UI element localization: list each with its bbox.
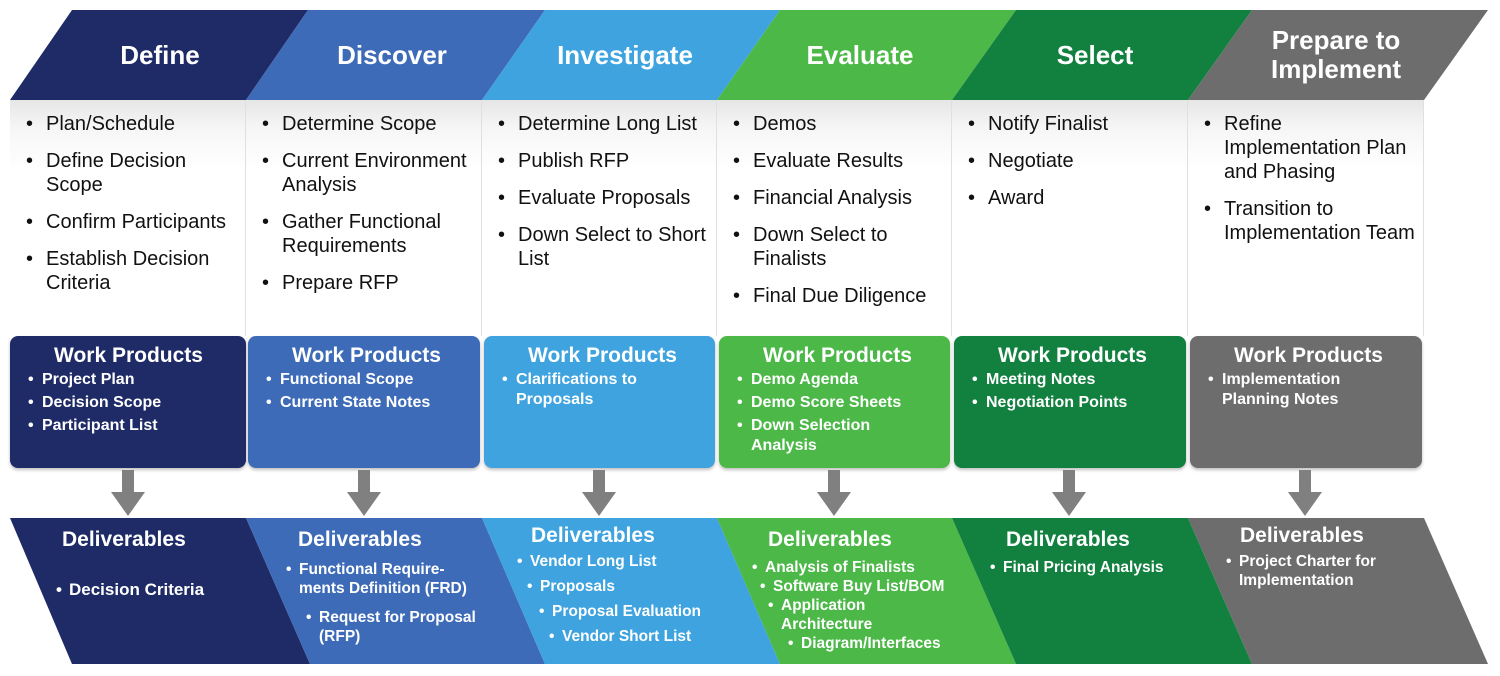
deliverable-item: Software Buy List/BOM	[760, 577, 982, 596]
stage-title-investigate: Investigate	[557, 39, 693, 70]
stage-title-select: Select	[1056, 39, 1134, 70]
work-products-title: Work Products	[763, 344, 912, 367]
task-item: Gather Functional Requirements	[260, 210, 475, 258]
task-item: Financial Analysis	[731, 186, 945, 210]
deliverables-discover: Deliverables Functional Require-ments De…	[282, 518, 497, 664]
work-products-select: Work Products Meeting Notes Negotiation …	[954, 336, 1186, 468]
deliverables-evaluate: Deliverables Analysis of Finalists Softw…	[752, 518, 982, 664]
work-products-title: Work Products	[528, 344, 677, 367]
task-item: Establish Decision Criteria	[24, 247, 239, 295]
deliverables-title: Deliverables	[1240, 524, 1364, 547]
work-product-item: Clarifications to Proposals	[502, 370, 682, 410]
work-product-item: Functional Scope	[266, 370, 470, 390]
work-product-item: Current State Notes	[266, 393, 470, 413]
deliverable-item: Decision Criteria	[56, 580, 256, 599]
chevron-investigate	[482, 10, 780, 100]
work-products-title: Work Products	[1234, 344, 1383, 367]
deliverable-item: Functional Require-ments Definition (FRD…	[286, 560, 477, 598]
deliverables-select: Deliverables Final Pricing Analysis	[990, 518, 1210, 664]
arrow-down-icon	[347, 470, 381, 516]
deliverable-item: Diagram/Interfaces	[788, 634, 982, 653]
tasks-panel-select: Notify Finalist Negotiate Award	[952, 100, 1188, 336]
chevron-discover	[246, 10, 545, 100]
work-product-item: Demo Agenda	[737, 370, 902, 390]
task-item: Down Select to Short List	[496, 223, 710, 271]
deliverable-item: Proposal Evaluation	[539, 602, 737, 621]
work-product-item: Down Selection Analysis	[737, 416, 902, 456]
task-item: Define Decision Scope	[24, 149, 239, 197]
stage-title-prepare: Prepare to Implement	[1270, 25, 1402, 84]
tasks-panel-prepare: Refine Implementation Plan and Phasing T…	[1188, 100, 1424, 336]
chevron-prepare	[1188, 10, 1488, 100]
task-item: Transition to Implementation Team	[1202, 197, 1417, 245]
task-item: Prepare RFP	[260, 271, 475, 295]
work-products-title: Work Products	[54, 344, 203, 367]
deliverables-title: Deliverables	[531, 524, 655, 547]
task-item: Final Due Diligence	[731, 284, 945, 308]
deliverable-item: Application Architecture	[768, 596, 901, 634]
deliverables-title: Deliverables	[1006, 528, 1130, 551]
task-item: Negotiate	[966, 149, 1181, 173]
task-item: Plan/Schedule	[24, 112, 239, 136]
deliverables-title: Deliverables	[768, 528, 892, 551]
deliverables-define: Deliverables Decision Criteria	[56, 518, 256, 664]
tasks-panel-evaluate: Demos Evaluate Results Financial Analysi…	[717, 100, 952, 336]
deliverable-item: Request for Proposal (RFP)	[306, 608, 497, 646]
work-products-title: Work Products	[292, 344, 441, 367]
task-item: Down Select to Finalists	[731, 223, 945, 271]
work-products-title: Work Products	[998, 344, 1147, 367]
deliverables-investigate: Deliverables Vendor Long List Proposals …	[517, 518, 737, 664]
deliverables-band-select	[952, 518, 1252, 664]
task-item: Current Environment Analysis	[260, 149, 475, 197]
work-product-item: Implementation Planning Notes	[1208, 370, 1358, 410]
deliverable-item: Final Pricing Analysis	[990, 558, 1210, 577]
work-products-discover: Work Products Functional Scope Current S…	[248, 336, 480, 468]
arrow-down-icon	[1288, 470, 1322, 516]
task-item: Demos	[731, 112, 945, 136]
task-item: Determine Long List	[496, 112, 710, 136]
task-item: Publish RFP	[496, 149, 710, 173]
work-product-item: Demo Score Sheets	[737, 393, 902, 413]
deliverables-title: Deliverables	[298, 528, 422, 551]
stage-title-evaluate: Evaluate	[806, 39, 914, 70]
deliverable-item: Proposals	[527, 577, 737, 596]
task-item: Notify Finalist	[966, 112, 1181, 136]
arrow-down-icon	[817, 470, 851, 516]
work-products-evaluate: Work Products Demo Agenda Demo Score She…	[719, 336, 950, 468]
work-products-prepare: Work Products Implementation Planning No…	[1190, 336, 1422, 468]
deliverable-item: Vendor Short List	[549, 627, 737, 646]
task-item: Evaluate Results	[731, 149, 945, 173]
deliverable-item: Project Charter for Implementation	[1226, 552, 1414, 590]
task-item: Award	[966, 186, 1181, 210]
chevron-define	[10, 10, 308, 100]
work-product-item: Negotiation Points	[972, 393, 1176, 413]
task-item: Evaluate Proposals	[496, 186, 710, 210]
task-item: Determine Scope	[260, 112, 475, 136]
work-product-item: Decision Scope	[28, 393, 236, 413]
deliverable-item: Vendor Long List	[517, 552, 737, 571]
arrow-down-icon	[582, 470, 616, 516]
work-product-item: Meeting Notes	[972, 370, 1176, 390]
stage-title-discover: Discover	[337, 39, 447, 70]
task-item: Confirm Participants	[24, 210, 239, 234]
tasks-panel-investigate: Determine Long List Publish RFP Evaluate…	[482, 100, 717, 336]
work-products-define: Work Products Project Plan Decision Scop…	[10, 336, 246, 468]
task-item: Refine Implementation Plan and Phasing	[1202, 112, 1417, 184]
chevron-select	[952, 10, 1252, 100]
stage-title-define: Define	[120, 39, 200, 70]
work-products-investigate: Work Products Clarifications to Proposal…	[484, 336, 715, 468]
deliverables-title: Deliverables	[62, 528, 186, 551]
chevron-evaluate	[717, 10, 1016, 100]
deliverable-item: Analysis of Finalists	[752, 558, 982, 577]
arrow-down-icon	[111, 470, 145, 516]
arrow-down-icon	[1052, 470, 1086, 516]
work-product-item: Participant List	[28, 416, 236, 436]
work-product-item: Project Plan	[28, 370, 236, 390]
tasks-panel-define: Plan/Schedule Define Decision Scope Conf…	[10, 100, 246, 336]
tasks-panel-discover: Determine Scope Current Environment Anal…	[246, 100, 482, 336]
deliverables-prepare: Deliverables Project Charter for Impleme…	[1226, 518, 1446, 664]
